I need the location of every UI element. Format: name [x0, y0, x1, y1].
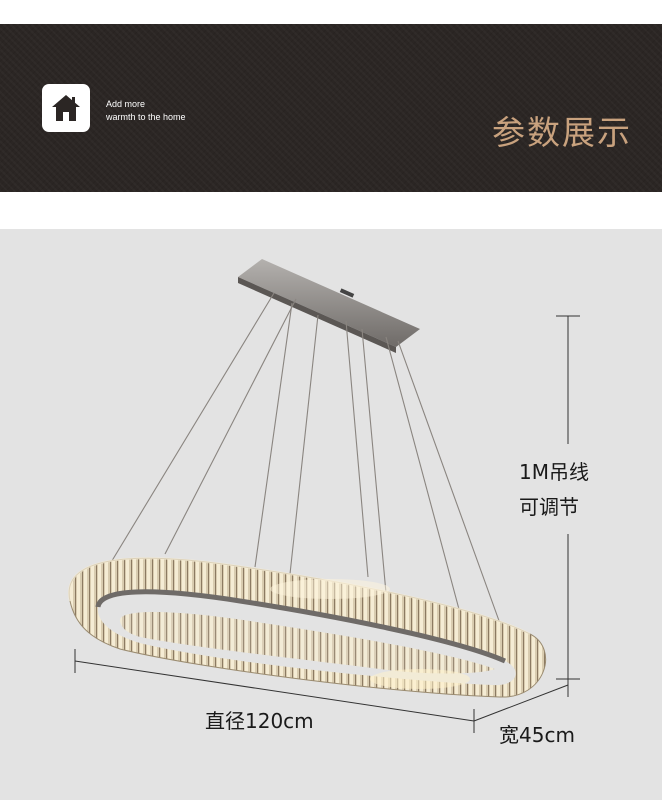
width-dimension [473, 673, 569, 722]
crystal-ring [68, 557, 547, 698]
adjustable-label: 可调节 [519, 495, 579, 519]
home-badge [42, 84, 90, 132]
diameter-label: 直径120cm [205, 709, 314, 733]
suspension-wires [109, 292, 503, 660]
home-icon [52, 95, 80, 121]
product-stage: 1M吊线 可调节 直径120cm 宽45cm [0, 229, 662, 800]
drop-length-label: 1M吊线 [519, 460, 589, 484]
page-title: 参数展示 [492, 113, 632, 152]
brand-tagline: Add more warmth to the home [106, 98, 186, 124]
tagline-line-2: warmth to the home [106, 112, 186, 122]
width-label: 宽45cm [499, 723, 575, 747]
ceiling-canopy [238, 259, 420, 353]
tagline-line-1: Add more [106, 99, 146, 109]
chandelier-illustration [68, 259, 580, 733]
header-banner: Add more warmth to the home 参数展示 [0, 24, 662, 192]
